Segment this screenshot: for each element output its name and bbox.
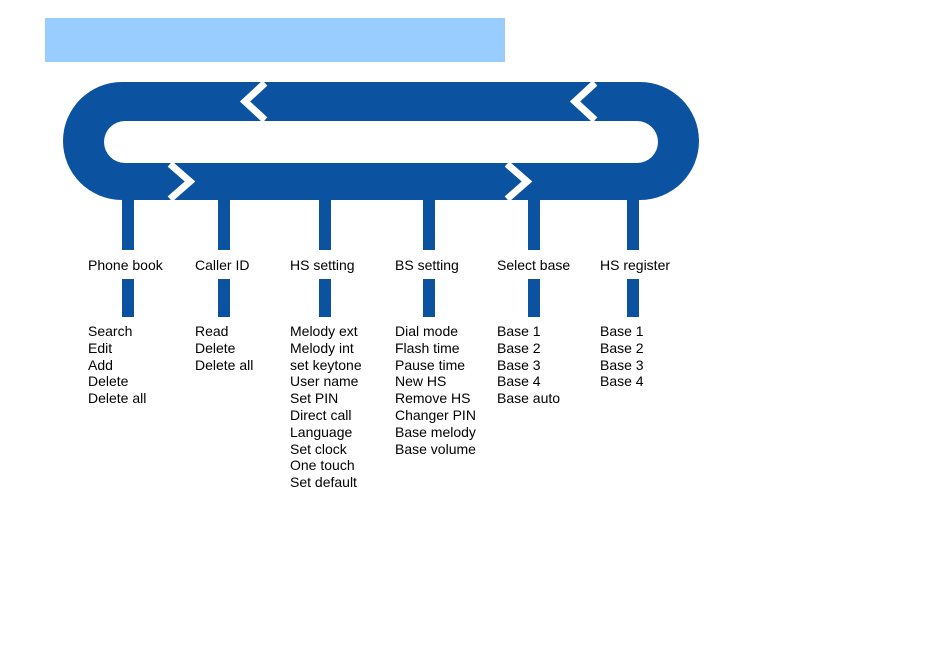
menu-loop-track [63, 82, 699, 200]
list-item: Delete all [88, 390, 147, 407]
list-item: Base 3 [600, 356, 644, 373]
list-item: Base 3 [497, 356, 541, 373]
list-item: Base 1 [497, 323, 541, 339]
submenu-select-base: Base 1 Base 2 Base 3 Base 4 Base auto [497, 323, 560, 407]
list-item: Delete [88, 373, 129, 390]
connector-stem [319, 200, 331, 250]
menu-label-phone-book: Phone book [88, 257, 163, 273]
submenu-hs-setting: Melody ext Melody int set keytone User n… [290, 323, 362, 491]
list-item: Flash time [395, 339, 460, 356]
menu-label-hs-setting: HS setting [290, 257, 355, 273]
menu-label-hs-register: HS register [600, 257, 671, 273]
menu-label-bs-setting: BS setting [395, 257, 459, 273]
list-item: Dial mode [395, 323, 459, 339]
list-item: One touch [290, 457, 355, 474]
list-item: Melody int [290, 339, 354, 356]
connector-stem [528, 200, 540, 250]
list-item: Pause time [395, 356, 466, 373]
list-item: Base 4 [600, 373, 644, 390]
connector-stem [528, 279, 540, 317]
list-item: Set clock [290, 440, 347, 457]
list-item: Base volume [395, 440, 476, 457]
connector-stem [319, 279, 331, 317]
submenu-bs-setting: Dial mode Flash time Pause time New HS R… [395, 323, 476, 457]
menu-label-select-base: Select base [497, 257, 571, 273]
list-item: User name [290, 373, 359, 390]
arrow-right-icon [504, 161, 533, 202]
list-item: Remove HS [395, 390, 471, 407]
arrow-right-icon [167, 161, 196, 202]
list-item: Base 2 [600, 339, 644, 356]
connector-stem [423, 200, 435, 250]
list-item: Base 1 [600, 323, 644, 339]
connector-stem [218, 279, 230, 317]
submenu-phone-book: Search Edit Add Delete Delete all [88, 323, 146, 407]
connector-stem [627, 200, 639, 250]
list-item: Search [88, 323, 133, 339]
list-item: Set default [290, 474, 357, 491]
list-item: Add [88, 356, 113, 373]
list-item: Base melody [395, 423, 476, 440]
list-item: Base 2 [497, 339, 541, 356]
list-item: Edit [88, 339, 113, 356]
list-item: set keytone [290, 356, 362, 373]
list-item: Language [290, 423, 353, 440]
arrow-left-icon [569, 80, 598, 123]
arrow-left-icon [239, 80, 268, 123]
connector-stem [423, 279, 435, 317]
menu-label-caller-id: Caller ID [195, 257, 250, 273]
list-item: Set PIN [290, 390, 339, 407]
list-item: New HS [395, 373, 447, 390]
list-item: Changer PIN [395, 406, 476, 423]
submenu-caller-id: Read Delete Delete all [195, 323, 253, 373]
connector-stem [218, 200, 230, 250]
title-bar [45, 18, 505, 62]
submenu-hs-register: Base 1 Base 2 Base 3 Base 4 [600, 323, 644, 390]
connector-stem [627, 279, 639, 317]
list-item: Direct call [290, 406, 352, 423]
connector-stem [122, 200, 134, 250]
list-item: Delete [195, 339, 236, 356]
list-item: Delete all [195, 356, 254, 373]
list-item: Base 4 [497, 373, 541, 390]
list-item: Melody ext [290, 323, 358, 339]
list-item: Base auto [497, 390, 561, 407]
list-item: Read [195, 323, 229, 339]
connector-stem [122, 279, 134, 317]
